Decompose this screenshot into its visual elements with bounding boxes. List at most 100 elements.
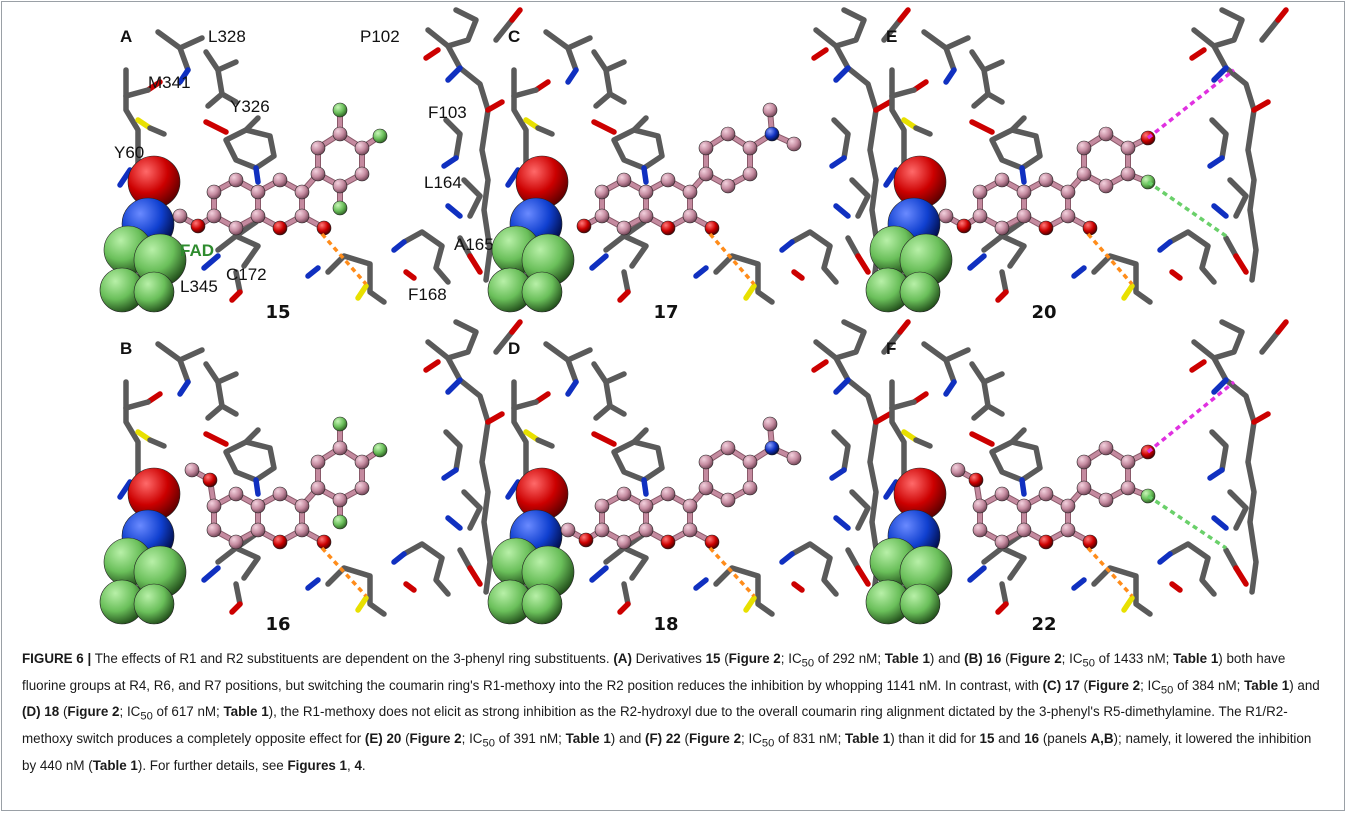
residue-stick	[611, 439, 665, 483]
caption-subscript: 50	[482, 737, 495, 750]
residue-label-y60: Y60	[114, 143, 144, 162]
residue-bond	[1211, 377, 1229, 395]
ligand-carbon-atom	[272, 172, 288, 188]
ligand-oxygen-atom	[202, 472, 218, 488]
residue-stick	[607, 403, 627, 417]
residue-bond	[485, 411, 505, 425]
hydrogen-bond	[1086, 546, 1134, 598]
residue-bond	[967, 253, 987, 271]
caption-text: of 384 nM;	[1173, 677, 1245, 693]
figure-link[interactable]: 4	[354, 757, 362, 773]
ligand-carbon-atom	[1098, 126, 1114, 142]
residue-bond	[467, 253, 483, 275]
residue-bond	[995, 601, 1009, 615]
ligand-carbon-atom	[1120, 166, 1136, 182]
residue-label-f103: F103	[428, 103, 467, 122]
residue-stick	[789, 229, 839, 285]
residue-stick	[889, 379, 907, 485]
hydrogen-bond	[708, 546, 756, 598]
table-link[interactable]: Table 1	[223, 704, 269, 720]
ligand-nitrogen-atom	[764, 126, 780, 142]
residue-bond	[403, 269, 417, 281]
residue-stick	[831, 429, 851, 473]
residue-stick	[1167, 229, 1217, 285]
ligand-oxygen-atom	[704, 534, 720, 550]
residue-stick	[913, 437, 933, 449]
residue-bond	[467, 565, 483, 587]
figure-link[interactable]: Figure 2	[67, 704, 120, 720]
caption-subscript: 50	[1082, 657, 1095, 670]
residue-label-m341: M341	[148, 73, 191, 92]
caption-ref: 16	[1024, 731, 1040, 747]
ligand-oxygen-atom	[1082, 220, 1098, 236]
panel-C: C17	[487, 7, 911, 323]
panel-letter: C	[508, 27, 520, 46]
panel-E: E20	[865, 7, 1289, 323]
ligand-carbon-atom	[206, 522, 222, 538]
caption-ref: (F) 22	[645, 731, 681, 747]
residue-bond	[943, 379, 957, 397]
ligand-oxygen-atom	[1038, 534, 1054, 550]
residue-stick	[401, 541, 451, 597]
residue-bond	[391, 239, 407, 253]
residue-stick	[813, 319, 867, 361]
residue-stick	[565, 357, 579, 385]
table-link[interactable]: Table 1	[1173, 651, 1219, 666]
ligand-fluorine-atom	[332, 102, 348, 118]
ligand-carbon-atom	[616, 220, 632, 236]
figure-link[interactable]: Figures 1	[287, 757, 348, 773]
ligand-oxygen-atom	[660, 220, 676, 236]
residue-stick	[981, 545, 1027, 581]
table-link[interactable]: Table 1	[1244, 677, 1290, 693]
residue-stick	[1167, 541, 1217, 597]
residue-stick	[889, 399, 917, 411]
table-link[interactable]: Table 1	[845, 731, 891, 747]
residue-bond	[391, 551, 407, 565]
fad-carbon-sphere	[133, 271, 175, 313]
residue-bond	[1169, 581, 1183, 593]
ligand-carbon-atom	[972, 498, 988, 514]
caption-text: IC	[126, 704, 141, 720]
figure-link[interactable]: Figure 2	[1009, 651, 1062, 666]
residue-stick	[1191, 7, 1245, 49]
residue-bond	[355, 283, 369, 301]
table-link[interactable]: Table 1	[884, 651, 930, 666]
residue-bond	[833, 515, 851, 531]
figure-link[interactable]: Figure 2	[728, 651, 781, 666]
residue-stick	[443, 429, 463, 473]
ligand-carbon-atom	[1098, 492, 1114, 508]
residue-bond	[1019, 477, 1027, 497]
residue-stick	[457, 235, 473, 259]
residue-stick	[969, 49, 1005, 73]
hydrogen-bond	[1147, 180, 1227, 238]
ligand-carbon-atom	[994, 220, 1010, 236]
figure-link[interactable]: Figure 2	[409, 731, 462, 747]
residue-bond	[1233, 253, 1249, 275]
ligand-carbon-atom	[560, 522, 576, 538]
ligand-carbon-atom	[206, 184, 222, 200]
residue-stick	[1191, 319, 1245, 361]
caption-text: of 617 nM;	[152, 704, 224, 720]
residue-bond	[641, 165, 649, 185]
residue-stick	[591, 49, 627, 73]
panel-letter: D	[508, 339, 520, 358]
table-link[interactable]: Table 1	[92, 757, 138, 773]
ligand-carbon-atom	[172, 208, 188, 224]
residue-stick	[603, 379, 613, 409]
ligand-carbon-atom	[698, 454, 714, 470]
residue-stick	[989, 439, 1043, 483]
table-link[interactable]: Table 1	[565, 731, 611, 747]
residue-stick	[425, 7, 479, 49]
residue-stick	[233, 581, 243, 607]
residue-stick	[535, 125, 555, 137]
figure-link[interactable]: Figure 2	[688, 731, 742, 747]
ligand-carbon-atom	[742, 140, 758, 156]
residue-stick	[511, 399, 539, 411]
residue-stick	[943, 357, 957, 385]
ligand-carbon-atom	[720, 492, 736, 508]
ligand-carbon-atom	[762, 416, 778, 432]
residue-bond	[1071, 577, 1087, 591]
residue-bond	[253, 165, 261, 185]
residue-stick	[457, 547, 473, 571]
figure-link[interactable]: Figure 2	[1087, 677, 1141, 693]
